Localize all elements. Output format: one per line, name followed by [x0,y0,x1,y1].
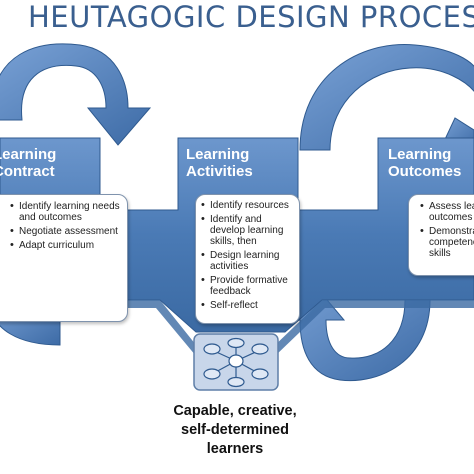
stage-box-learning-activities: Identify resources Identify and develop … [195,194,300,324]
stage-header-learning-contract: Learning Contract [0,146,56,180]
cycle-arrow-icon [299,44,474,151]
list-item: Provide formative feedback [201,275,297,297]
learners-caption: Capable, creative, self-determined learn… [150,402,320,459]
list-item: Demonstrate competency and skills [420,226,474,259]
stage-header-learning-outcomes: Learning Outcomes [388,146,461,180]
learner-network-icon [193,333,279,391]
caption-line: learners [206,441,264,457]
stage-header-line: Contract [0,163,55,180]
list-item: Adapt curriculum [10,240,123,251]
cycle-arrow-icon [0,43,152,146]
caption-line: self-determined [181,422,289,438]
stage-header-line: Outcomes [388,163,462,180]
stage-box-learning-contract: Identify learning needs and outcomes Neg… [0,194,128,322]
stage-header-line: Learning [0,146,57,163]
list-item: Assess learning outcomes [420,201,474,223]
stage-box-learning-outcomes: Assess learning outcomes Demonstrate com… [408,194,474,276]
list-item: Self-reflect [201,300,297,311]
stage-header-line: Learning [186,146,250,163]
list-item: Identify resources [201,200,297,211]
stage-header-learning-activities: Learning Activities [186,146,253,180]
stage-header-line: Activities [186,163,253,180]
caption-line: Capable, creative, [173,403,297,419]
list-item: Identify learning needs and outcomes [10,201,123,223]
page-title: HEUTAGOGIC DESIGN PROCESS [28,0,474,34]
list-item: Identify and develop learning skills, th… [201,214,297,247]
list-item: Negotiate assessment [10,226,123,237]
stage-header-line: Learning [388,146,452,163]
list-item: Design learning activities [201,250,297,272]
